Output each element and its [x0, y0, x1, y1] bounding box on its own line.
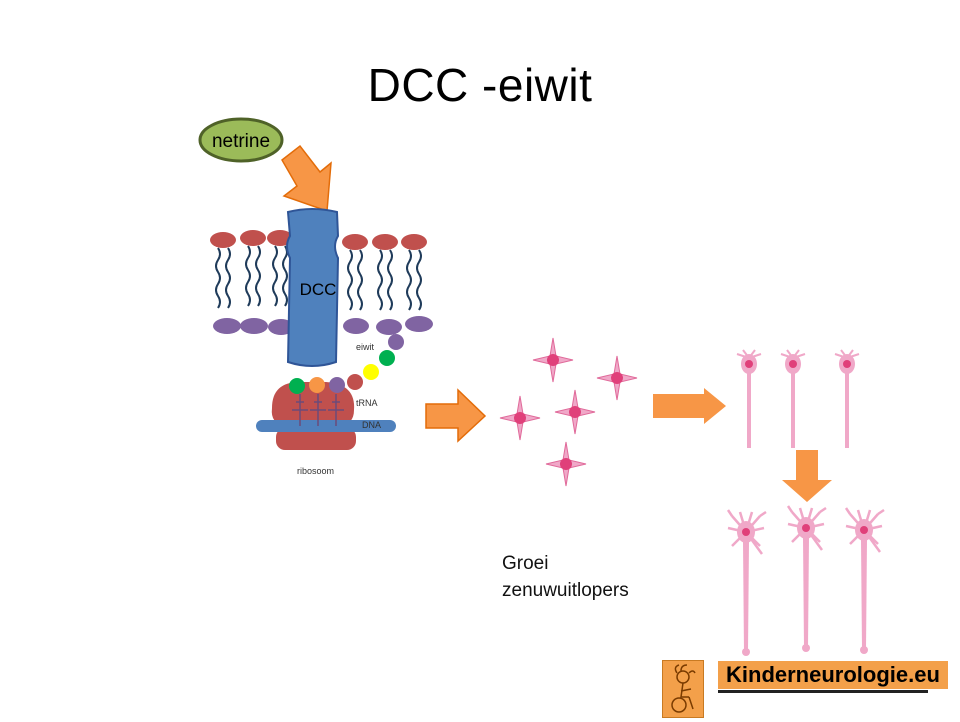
neurons-stage-3 — [726, 504, 886, 658]
caption-line-1: Groei — [502, 553, 549, 574]
logo-text[interactable]: Kinderneurologie.eu — [718, 661, 948, 689]
neurons-stage-1 — [499, 337, 638, 487]
ribosoom-label: ribosoom — [297, 466, 334, 476]
caption-line-2: zenuwuitlopers — [502, 580, 629, 601]
netrine-label: netrine — [212, 131, 270, 152]
amino-acid-chain — [289, 334, 404, 394]
slide-title: DCC -eiwit — [367, 59, 593, 111]
lipid-bilayer-left — [210, 230, 294, 335]
process-arrow-2 — [653, 388, 726, 424]
lipid-bilayer-right — [342, 234, 433, 335]
ribosome: tRNA DNA ribosoom — [256, 382, 396, 476]
logo-underline — [718, 690, 928, 693]
caption: Groei zenuwuitlopers — [502, 550, 629, 604]
binding-arrow — [281, 144, 332, 213]
dna-strand — [256, 420, 396, 432]
trna-label: tRNA — [356, 398, 378, 408]
process-arrow-3 — [782, 450, 832, 502]
eiwit-label: eiwit — [356, 342, 375, 352]
dcc-label: DCC — [300, 280, 337, 299]
logo-icon — [662, 660, 704, 718]
netrine-ligand: netrine — [198, 117, 284, 163]
neurons-stage-2 — [736, 349, 860, 449]
dna-label: DNA — [362, 420, 381, 430]
process-arrow-1 — [425, 388, 487, 443]
dcc-receptor: DCC — [286, 208, 340, 367]
